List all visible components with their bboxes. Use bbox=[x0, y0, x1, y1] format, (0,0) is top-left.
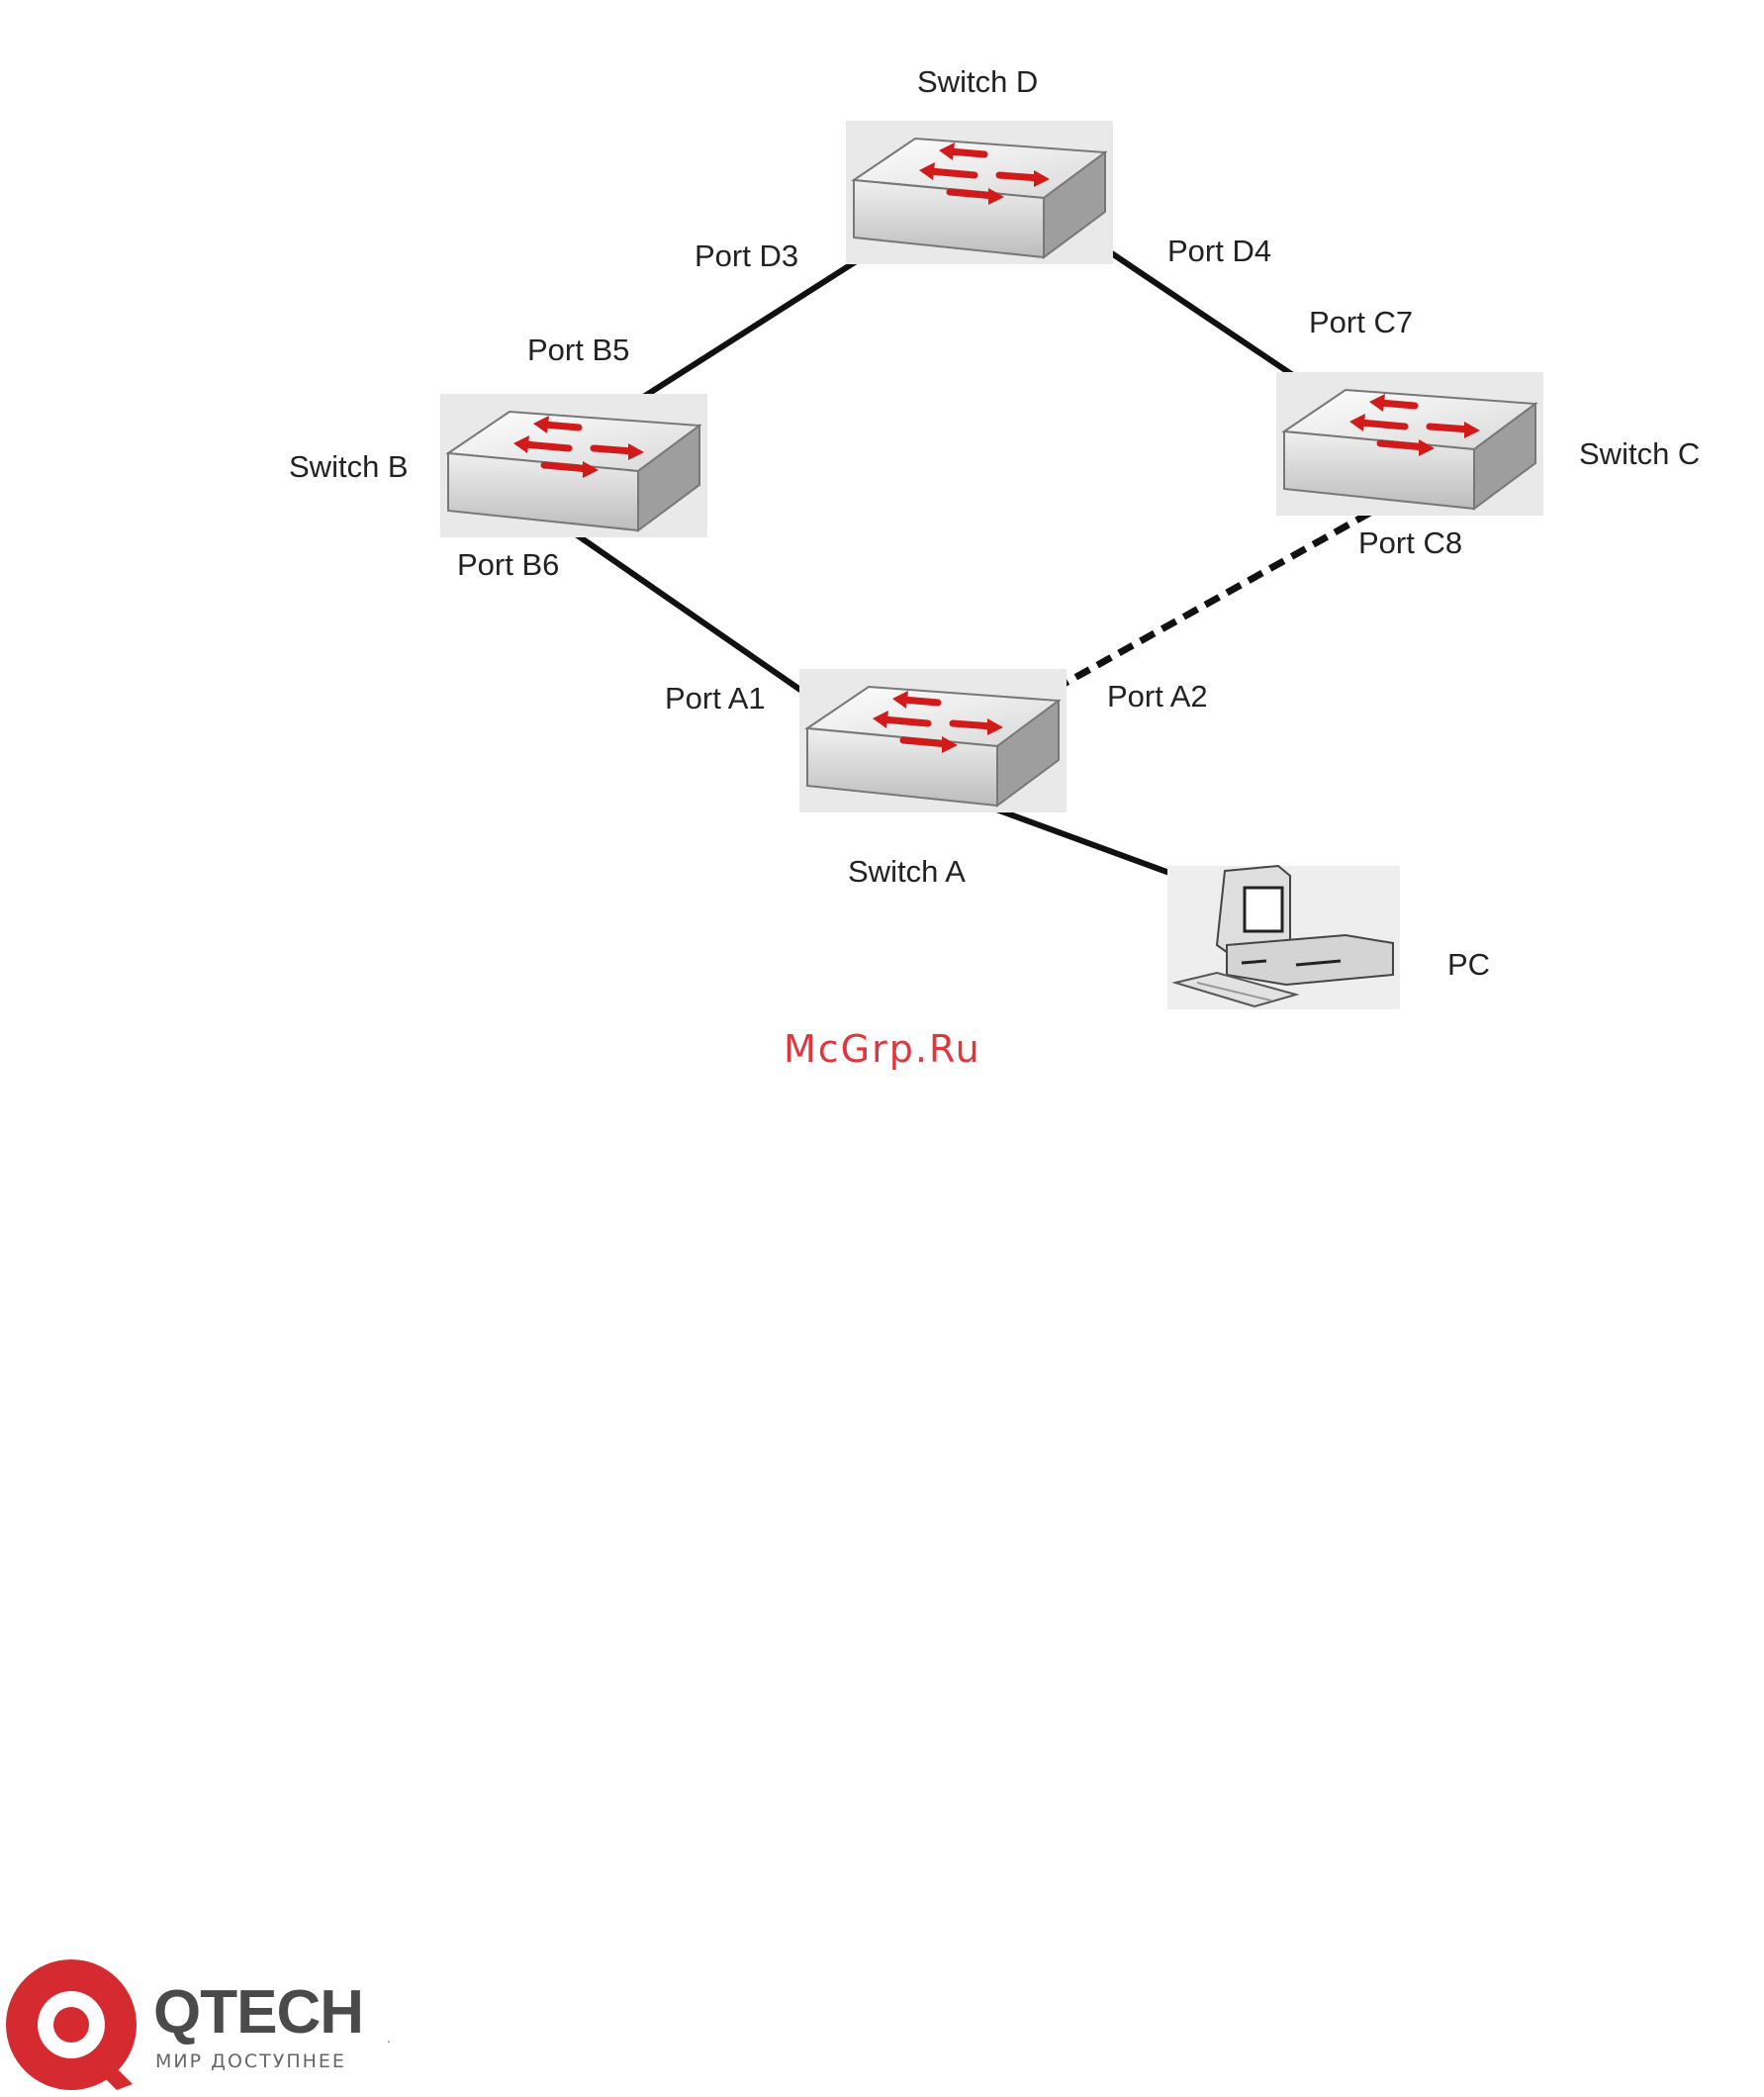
logo-tagline: МИР ДОСТУПНЕЕ bbox=[155, 2050, 346, 2072]
port-d3-label: Port D3 bbox=[695, 238, 798, 273]
switch-a-label: Switch A bbox=[848, 854, 966, 889]
footer-dot: . bbox=[387, 2030, 391, 2046]
port-c8-label: Port C8 bbox=[1358, 525, 1462, 560]
switch-b-icon bbox=[440, 394, 707, 537]
logo-wordmark: QTECH bbox=[153, 1977, 363, 2048]
port-d4-label: Port D4 bbox=[1167, 234, 1271, 268]
switch-b-label: Switch B bbox=[289, 449, 409, 484]
watermark: McGrp.Ru bbox=[784, 1027, 981, 1071]
port-c7-label: Port C7 bbox=[1309, 305, 1413, 339]
switch-a-icon bbox=[799, 669, 1067, 812]
pc-label: PC bbox=[1447, 947, 1490, 982]
port-a2-label: Port A2 bbox=[1107, 679, 1208, 714]
switch-c-label: Switch C bbox=[1579, 436, 1700, 471]
switch-d-label: Switch D bbox=[917, 64, 1038, 99]
port-b6-label: Port B6 bbox=[457, 547, 559, 582]
qtech-logo-icon bbox=[6, 1959, 137, 2090]
switch-c-icon bbox=[1276, 372, 1543, 516]
link-c8-a2 bbox=[1034, 513, 1370, 701]
port-a1-label: Port A1 bbox=[665, 681, 766, 715]
switch-d-icon bbox=[846, 121, 1113, 264]
port-b5-label: Port B5 bbox=[527, 333, 629, 367]
pc-icon bbox=[1167, 866, 1400, 1009]
